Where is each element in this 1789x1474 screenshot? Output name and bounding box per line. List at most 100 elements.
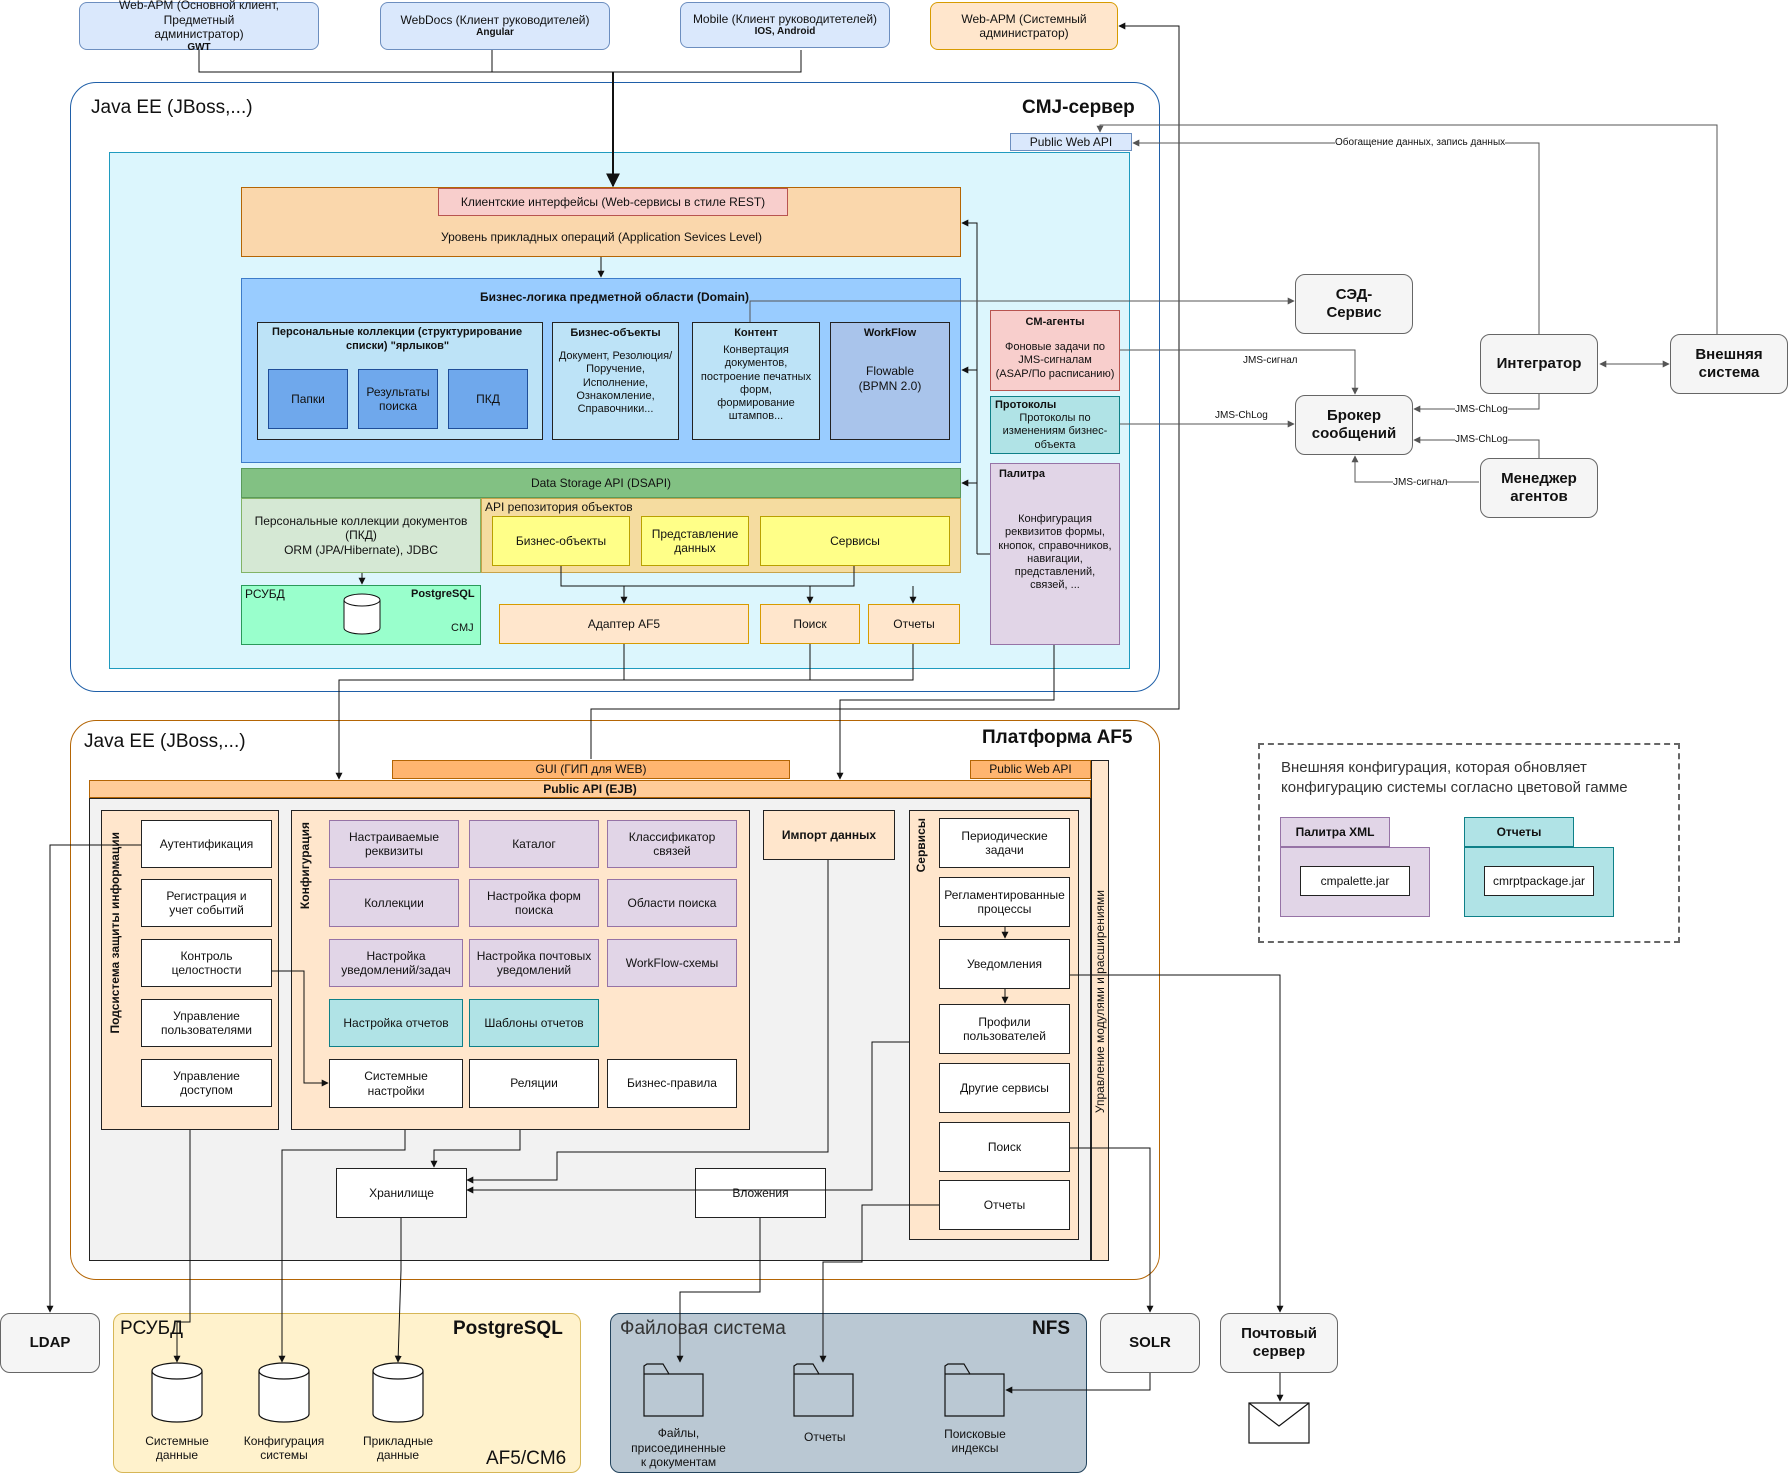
integrity-line1: Контроль <box>180 948 233 963</box>
app-data-line1: Прикладные <box>363 1433 433 1448</box>
broker-line1: Брокер <box>1326 407 1382 424</box>
palette-line-2: кнопок, справочников, <box>998 539 1112 552</box>
bottom-af5cm6-label: AF5/CM6 <box>486 1448 567 1469</box>
agent-mgr-line2: агентов <box>1510 488 1568 505</box>
client-mobile: Mobile (Клиент руководитетелей) IOS, And… <box>680 2 890 48</box>
client-web-arm-sys-line2: администратор) <box>979 26 1069 40</box>
protocols-box: Протоколы Протоколы по изменениям бизнес… <box>990 396 1120 454</box>
indexes-label: Поисковые индексы <box>925 1425 1025 1457</box>
cmj-postgres-label: PostgreSQL <box>411 588 475 600</box>
protocols-line-2: объекта <box>1034 438 1076 451</box>
client-webdocs-tech: Angular <box>476 27 514 39</box>
palette-line-3: навигации, <box>1027 552 1083 565</box>
cfg-sys-line1: Системные <box>364 1069 428 1084</box>
svc-periodic-line1: Периодические <box>961 828 1048 843</box>
search-results-line2: поиска <box>378 399 418 413</box>
search-results-box: Результаты поиска <box>358 369 438 429</box>
client-web-arm-sys: Web-АРМ (Системный администратор) <box>930 2 1118 50</box>
svc-profiles-box: Профили пользователей <box>939 1004 1070 1054</box>
cfg-link-class-box: Классификатор связей <box>607 820 737 868</box>
cfg-rules-box: Бизнес-правила <box>607 1059 737 1108</box>
cm-agents-line-0: Фоновые задачи по <box>1004 341 1106 354</box>
search-results-line1: Результаты <box>366 384 430 399</box>
cmj-public-web-api: Public Web API <box>1010 133 1132 151</box>
sys-data-line2: данные <box>155 1448 199 1462</box>
cmrpt-jar: cmrptpackage.jar <box>1484 866 1594 896</box>
svc-other-box: Другие сервисы <box>939 1063 1070 1113</box>
config-data-db-icon <box>258 1362 310 1423</box>
mail-line2: сервер <box>1252 1343 1306 1360</box>
integrator-node: Интегратор <box>1480 334 1598 394</box>
attachments-box: Вложения <box>695 1168 826 1218</box>
cfg-catalog-box: Каталог <box>469 820 599 868</box>
auth-box: Аутентификация <box>141 820 272 868</box>
adapter-af5-box: Адаптер AF5 <box>499 604 749 644</box>
client-webdocs: WebDocs (Клиент руководителей) Angular <box>380 2 610 50</box>
storage-box: Хранилище <box>336 1168 467 1218</box>
user-mgmt-line2: пользователями <box>161 1023 252 1037</box>
pkd-docs-line-1: (ПКД) <box>345 528 377 543</box>
solr-node: SOLR <box>1100 1313 1200 1373</box>
cmj-server-title: CMJ-сервер <box>1022 97 1135 118</box>
cfg-data-line1: Конфигурация <box>243 1433 325 1448</box>
envelope-icon <box>1248 1402 1310 1444</box>
cfg-mail-line1: Настройка почтовых <box>476 948 592 963</box>
content-line-2: построение печатных <box>700 370 812 383</box>
reg-events-line2: учет событий <box>169 903 244 917</box>
cfg-collections-box: Коллекции <box>329 879 459 927</box>
security-subsystem-title: Подсистема защиты информации <box>108 832 122 1034</box>
client-mobile-label: Mobile (Клиент руководитетелей) <box>692 11 878 26</box>
svc-profiles-line2: пользователей <box>963 1029 1046 1043</box>
jms-signal-label-2: JMS-сигнал <box>1393 477 1448 489</box>
content-line-4: формирование <box>717 396 795 409</box>
workflow-line-1: (BPMN 2.0) <box>858 378 922 393</box>
cfg-link-class-line2: связей <box>653 844 691 858</box>
jms-chlog-label-2: JMS-ChLog <box>1455 404 1508 416</box>
bo-line-2: Исполнение, <box>582 376 649 389</box>
protocols-line-1: изменениям бизнес- <box>1002 425 1108 438</box>
svc-periodic-box: Периодические задачи <box>939 818 1070 868</box>
cfg-mail-box: Настройка почтовых уведомлений <box>469 939 599 987</box>
ext-config-text-2: конфигурацию системы согласно цветовой г… <box>1281 779 1628 796</box>
pkd-box: ПКД <box>448 369 528 429</box>
palette-line-4: представлений, <box>1014 565 1096 578</box>
message-broker-node: Брокер сообщений <box>1295 395 1413 455</box>
af5-public-web-api: Public Web API <box>970 760 1091 779</box>
external-system-node: Внешняя система <box>1670 334 1788 394</box>
cfg-sys-box: Системные настройки <box>329 1059 463 1108</box>
cfg-attrs-box: Настраиваемые реквизиты <box>329 820 459 868</box>
cfg-reports-box: Настройка отчетов <box>329 999 463 1047</box>
cfg-notify-box: Настройка уведомлений/задач <box>329 939 463 987</box>
content-line-5: штампов... <box>728 410 784 423</box>
svc-regl-box: Регламентированные процессы <box>939 877 1070 927</box>
domain-title: Бизнес-логика предметной области (Domain… <box>480 290 750 304</box>
cmj-reports-box: Отчеты <box>868 604 960 644</box>
cfg-search-forms-box: Настройка форм поиска <box>469 879 599 927</box>
bottom-rdbms-label: РСУБД <box>120 1318 183 1339</box>
agent-mgr-line1: Менеджер <box>1501 470 1577 487</box>
client-web-arm-main-line1: Web-АРМ (Основной клиент, Предметный <box>119 0 279 27</box>
bo-line-0: Документ, Резолюция/ <box>558 350 673 363</box>
svc-search-box: Поиск <box>939 1122 1070 1172</box>
cfg-search-forms-line2: поиска <box>514 903 554 917</box>
business-objects-title: Бизнес-объекты <box>570 327 661 339</box>
ext-system-line1: Внешняя <box>1695 346 1763 363</box>
cm-agents-line-1: JMS-сигналам <box>1018 354 1092 367</box>
cfg-notify-line2: уведомлений/задач <box>341 963 451 977</box>
cfg-notify-line1: Настройка <box>366 948 426 963</box>
cm-agents-title: CM-агенты <box>1025 316 1085 328</box>
cfg-data-line2: системы <box>260 1448 308 1462</box>
sys-data-line1: Системные <box>145 1433 209 1448</box>
reports-tab: Отчеты <box>1464 817 1574 847</box>
repo-data-view: Представление данных <box>641 516 749 566</box>
cfg-data-label: Конфигурация системы <box>234 1432 334 1464</box>
configuration-title: Конфигурация <box>298 822 312 910</box>
repo-data-view-line2: данных <box>674 541 716 555</box>
client-web-arm-sys-line1: Web-АРМ (Системный <box>961 11 1087 26</box>
reg-events-box: Регистрация и учет событий <box>141 879 272 927</box>
cfg-report-tpl-box: Шаблоны отчетов <box>469 999 599 1047</box>
cm-agents-line-2: (ASAP/По расписанию) <box>995 367 1115 380</box>
app-data-db-icon <box>372 1362 424 1423</box>
content-line-1: документов, <box>724 357 788 370</box>
sed-line2: Сервис <box>1326 304 1382 321</box>
